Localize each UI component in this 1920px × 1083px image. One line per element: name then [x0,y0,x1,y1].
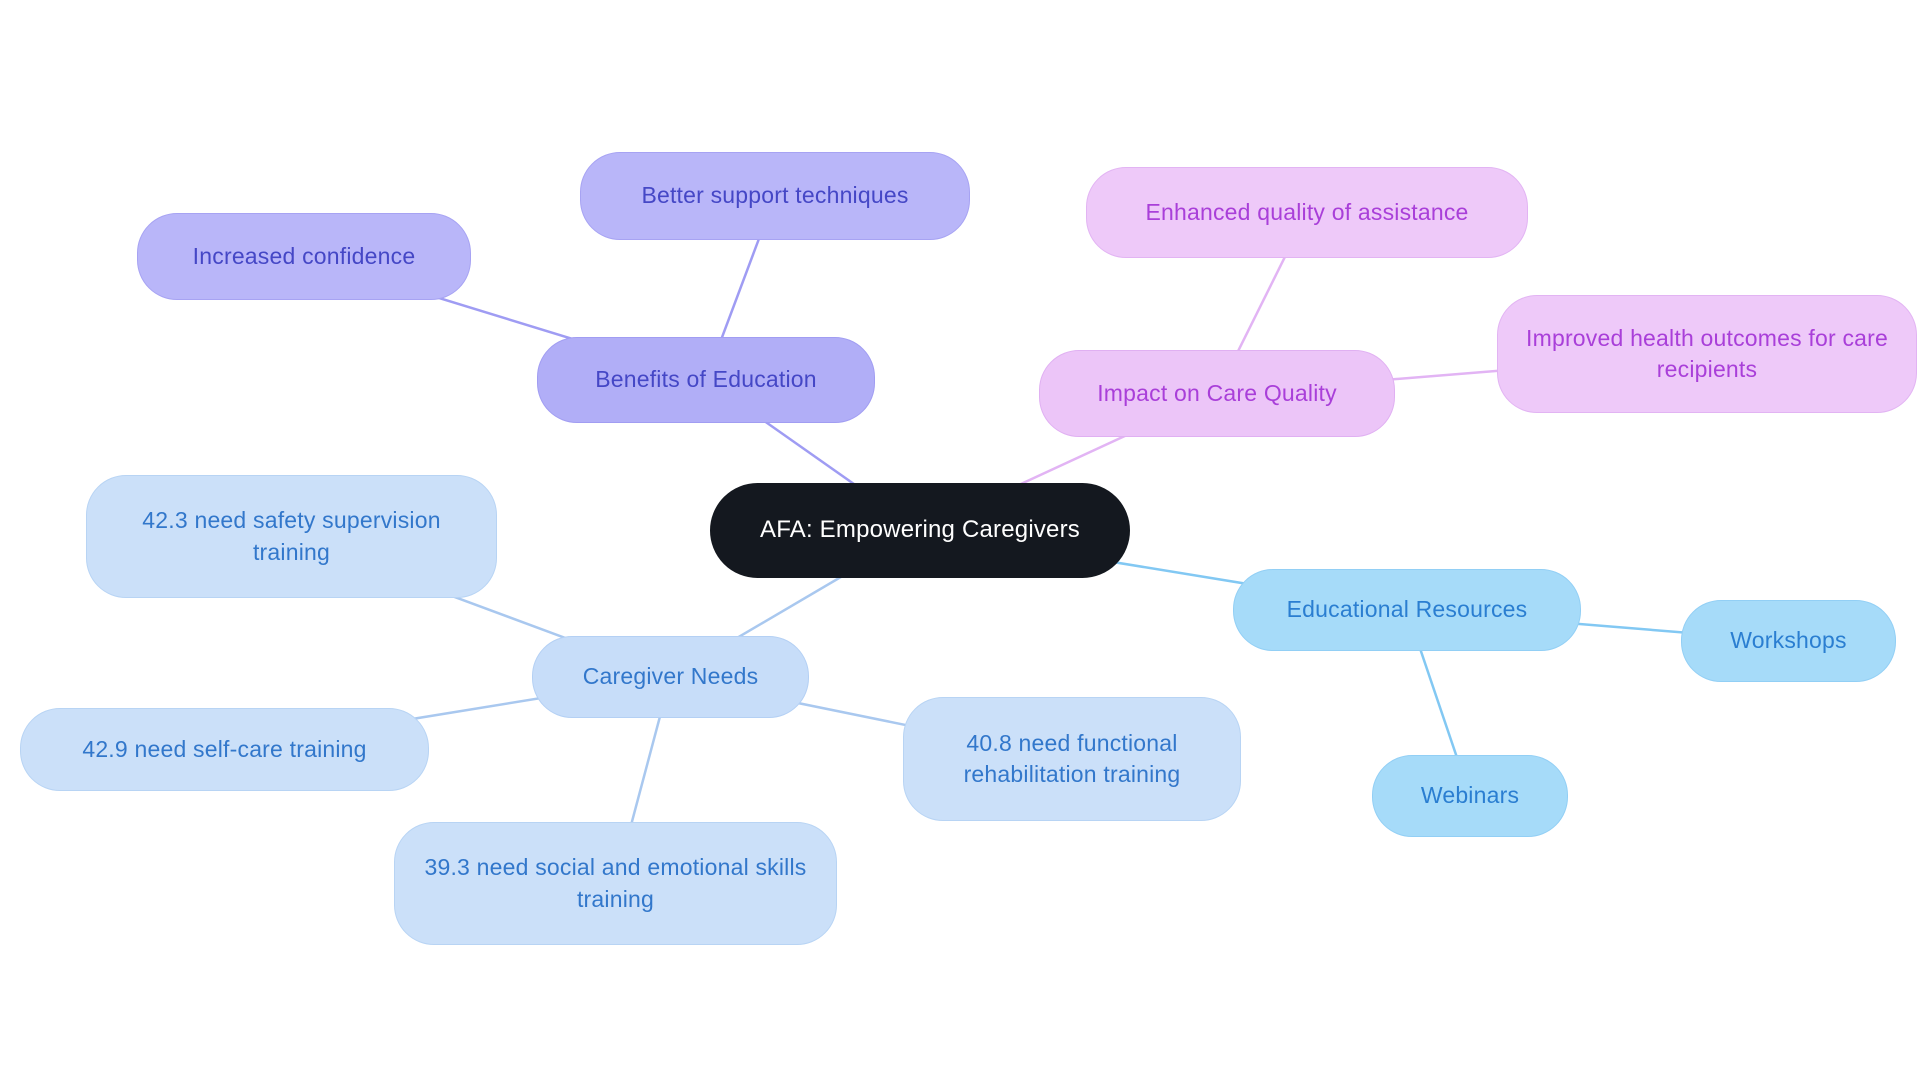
mindmap-node-resources[interactable]: Educational Resources [1233,569,1581,651]
mindmap-node-center[interactable]: AFA: Empowering Caregivers [710,483,1130,578]
mindmap-node-needs[interactable]: Caregiver Needs [532,636,809,718]
mindmap-node-enhanced[interactable]: Enhanced quality of assistance [1086,167,1528,258]
mindmap-node-benefits[interactable]: Benefits of Education [537,337,875,423]
mindmap-node-impact[interactable]: Impact on Care Quality [1039,350,1395,437]
mindmap-node-workshops[interactable]: Workshops [1681,600,1896,682]
mindmap-node-safety[interactable]: 42.3 need safety supervision training [86,475,497,598]
mindmap-node-selfcare[interactable]: 42.9 need self-care training [20,708,429,791]
mindmap-node-outcomes[interactable]: Improved health outcomes for care recipi… [1497,295,1917,413]
mindmap-node-support[interactable]: Better support techniques [580,152,970,240]
mindmap-node-confidence[interactable]: Increased confidence [137,213,471,300]
mindmap-node-webinars[interactable]: Webinars [1372,755,1568,837]
mindmap-node-rehab[interactable]: 40.8 need functional rehabilitation trai… [903,697,1241,821]
mindmap-node-social[interactable]: 39.3 need social and emotional skills tr… [394,822,837,945]
